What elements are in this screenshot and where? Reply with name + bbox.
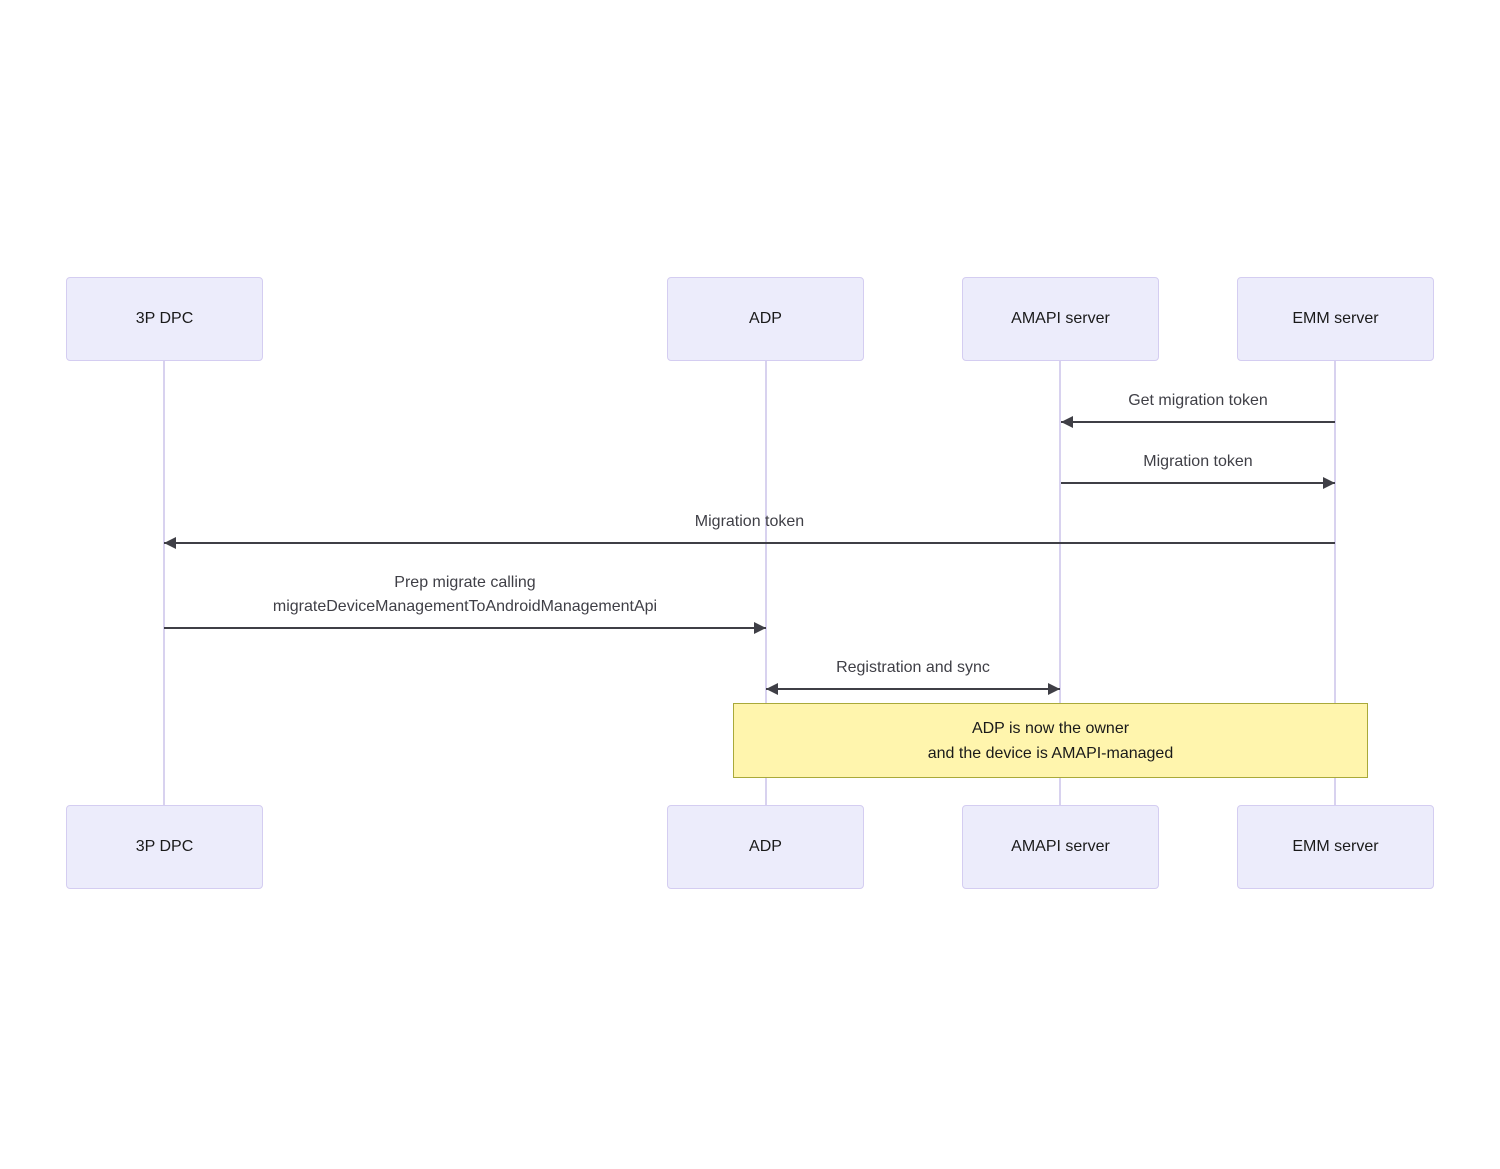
- arrowhead-left-icon: [164, 537, 176, 549]
- arrowhead-left-icon: [1061, 416, 1073, 428]
- note-line-2: and the device is AMAPI-managed: [927, 744, 1174, 762]
- message-label-get-migration-token: Get migration token: [1128, 392, 1268, 409]
- actor-label: EMM server: [1292, 838, 1379, 855]
- lifeline-amapi-server: [1059, 361, 1061, 805]
- actor-amapi-server-top: AMAPI server: [962, 277, 1159, 361]
- message-line: [164, 542, 1335, 544]
- message-label-migration-token-long: Migration token: [694, 513, 805, 530]
- message-line: [766, 688, 1060, 690]
- arrowhead-right-icon: [1323, 477, 1335, 489]
- actor-adp-bottom: ADP: [667, 805, 864, 889]
- actor-label: 3P DPC: [135, 310, 194, 327]
- message-label-migration-token: Migration token: [1143, 453, 1253, 470]
- note-line-1: ADP is now the owner: [971, 719, 1130, 737]
- message-label-line-1: Prep migrate calling: [394, 574, 536, 591]
- actor-emm-server-bottom: EMM server: [1237, 805, 1434, 889]
- message-label-registration-and-sync: Registration and sync: [836, 659, 990, 676]
- actor-label: 3P DPC: [135, 838, 194, 855]
- actor-label: AMAPI server: [1011, 838, 1110, 855]
- message-label-prep-migrate: Prep migrate calling migrateDeviceManage…: [164, 571, 766, 619]
- actor-emm-server-top: EMM server: [1237, 277, 1434, 361]
- lifeline-adp: [765, 361, 767, 805]
- arrowhead-left-icon: [766, 683, 778, 695]
- arrowhead-right-icon: [1048, 683, 1060, 695]
- actor-3p-dpc-top: 3P DPC: [66, 277, 263, 361]
- lifeline-emm-server: [1334, 361, 1336, 805]
- note-adp-owner: ADP is now the owner and the device is A…: [733, 703, 1368, 778]
- message-label-line-2: migrateDeviceManagementToAndroidManageme…: [272, 598, 658, 615]
- actor-label: ADP: [749, 310, 782, 327]
- actor-label: AMAPI server: [1011, 310, 1110, 327]
- actor-3p-dpc-bottom: 3P DPC: [66, 805, 263, 889]
- actor-label: EMM server: [1292, 310, 1379, 327]
- message-line: [164, 627, 766, 629]
- lifeline-3p-dpc: [163, 361, 165, 805]
- actor-label: ADP: [749, 838, 782, 855]
- actor-amapi-server-bottom: AMAPI server: [962, 805, 1159, 889]
- message-line: [1061, 421, 1335, 423]
- message-line: [1061, 482, 1335, 484]
- arrowhead-right-icon: [754, 622, 766, 634]
- actor-adp-top: ADP: [667, 277, 864, 361]
